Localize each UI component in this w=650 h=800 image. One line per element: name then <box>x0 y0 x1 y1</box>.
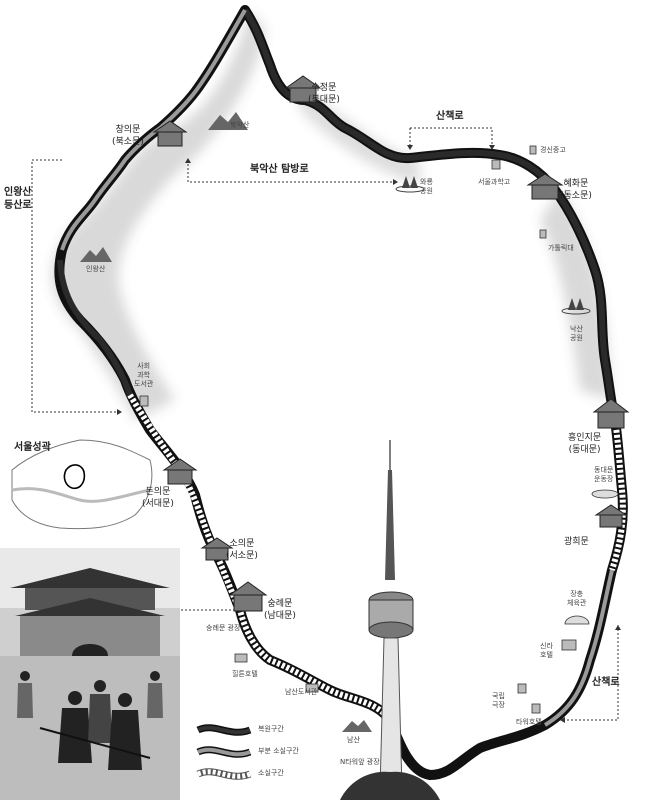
legend-restored-label: 복원구간 <box>258 725 284 733</box>
hyehwamun-icon <box>526 173 564 200</box>
walkway-top-label: 산책로 <box>436 111 464 122</box>
dongdaemun-stadium-icon <box>591 489 619 499</box>
bugaksan-trail-arrow <box>187 160 398 183</box>
hilton-hotel-label: 힐튼호텔 <box>232 670 258 678</box>
seoul-science-hs-label: 서울과학고 <box>478 178 511 186</box>
souimun-label: 소의문 (서소문) <box>226 539 258 561</box>
jangchung-gym-icon <box>564 615 590 625</box>
namsan-mountain-icon <box>342 720 372 732</box>
bugaksan-trail-label: 북악산 탐방로 <box>250 164 309 175</box>
waryong-park-icon <box>395 176 425 193</box>
sungnyemun-guard-ceremony-photo <box>0 548 180 800</box>
wall-partial-east <box>543 569 614 727</box>
inwangsan-trail-label: 인왕산 등산로 <box>4 187 32 211</box>
inset-map <box>11 439 153 530</box>
inwangsan-trail-arrow <box>31 159 122 413</box>
gwanghuimun-icon <box>594 504 628 528</box>
bugaksan-mountain-icon <box>208 112 248 130</box>
walkway-top-arrow <box>409 127 493 148</box>
wall-partial <box>60 9 247 251</box>
sungnyemun-label: 숭례문 (남대문) <box>264 599 296 621</box>
changuimun-icon <box>152 120 188 147</box>
inset-map-title: 서울성곽 <box>14 442 51 453</box>
social-science-library-label: 사회 과학 도서관 <box>134 362 154 388</box>
shilla-hotel-label: 신라 호텔 <box>540 642 553 659</box>
souimun-icon <box>200 537 234 561</box>
walkway-right-label: 산책로 <box>592 677 620 688</box>
legend-swatches <box>196 724 252 780</box>
heunginjimun-label: 흥인지문 (동대문) <box>568 433 602 455</box>
walkway-right-arrow <box>560 625 619 721</box>
tower-hotel-label: 타워호텔 <box>516 718 542 726</box>
namsan-library-label: 남산도서관 <box>285 688 318 696</box>
building-icons <box>139 145 577 714</box>
donuimun-label: 돈의문 (서대문) <box>142 487 174 509</box>
changuimun-label: 창의문 (북소문) <box>112 125 144 147</box>
ntower-plaza-label: N타워앞 광장 <box>340 758 380 766</box>
dongdaemun-stadium-label: 동대문 운동장 <box>594 466 614 483</box>
inwangsan-label: 인왕산 <box>86 265 106 273</box>
gwanghuimun-label: 광희문 <box>564 537 589 547</box>
gyeongsin-hs-label: 경신중고 <box>540 146 566 154</box>
terrain-shading <box>51 10 610 420</box>
n-seoul-tower <box>340 440 440 800</box>
wall-lost <box>609 419 626 571</box>
route-arrows <box>31 127 619 721</box>
inwangsan-mountain-icon <box>80 247 112 262</box>
sukjeongmun-label: 숙정문 (북대문) <box>308 83 340 105</box>
naksan-park-icon <box>561 298 591 315</box>
wall-restored-west <box>57 259 133 396</box>
bugaksan-label: 북악산 <box>230 121 250 129</box>
sukjeongmun-icon <box>284 75 322 103</box>
arrow-heads <box>117 145 621 723</box>
sungnyemun-plaza-label: 숭례문 광장 <box>206 624 241 632</box>
jangchung-gym-label: 장충 체육관 <box>567 590 587 607</box>
waryong-park-label: 와룡 공원 <box>420 178 433 195</box>
sungnyemun-icon <box>228 581 268 612</box>
hyehwamun-label: 혜화문 (동소문) <box>560 179 592 201</box>
mountain-icons <box>80 112 372 732</box>
catholic-univ-label: 가톨릭대 <box>548 244 574 252</box>
park-icons <box>395 176 591 315</box>
legend-lost-label: 소실구간 <box>258 769 284 777</box>
heunginjimun-icon <box>592 398 630 429</box>
donuimun-icon <box>162 458 198 485</box>
naksan-park-label: 낙산 공원 <box>570 325 583 342</box>
legend-partial-label: 부분 소실구간 <box>258 747 299 755</box>
namsan-label: 남산 <box>347 736 360 744</box>
gate-icons <box>152 75 630 612</box>
national-theater-label: 국립 극장 <box>492 692 505 709</box>
